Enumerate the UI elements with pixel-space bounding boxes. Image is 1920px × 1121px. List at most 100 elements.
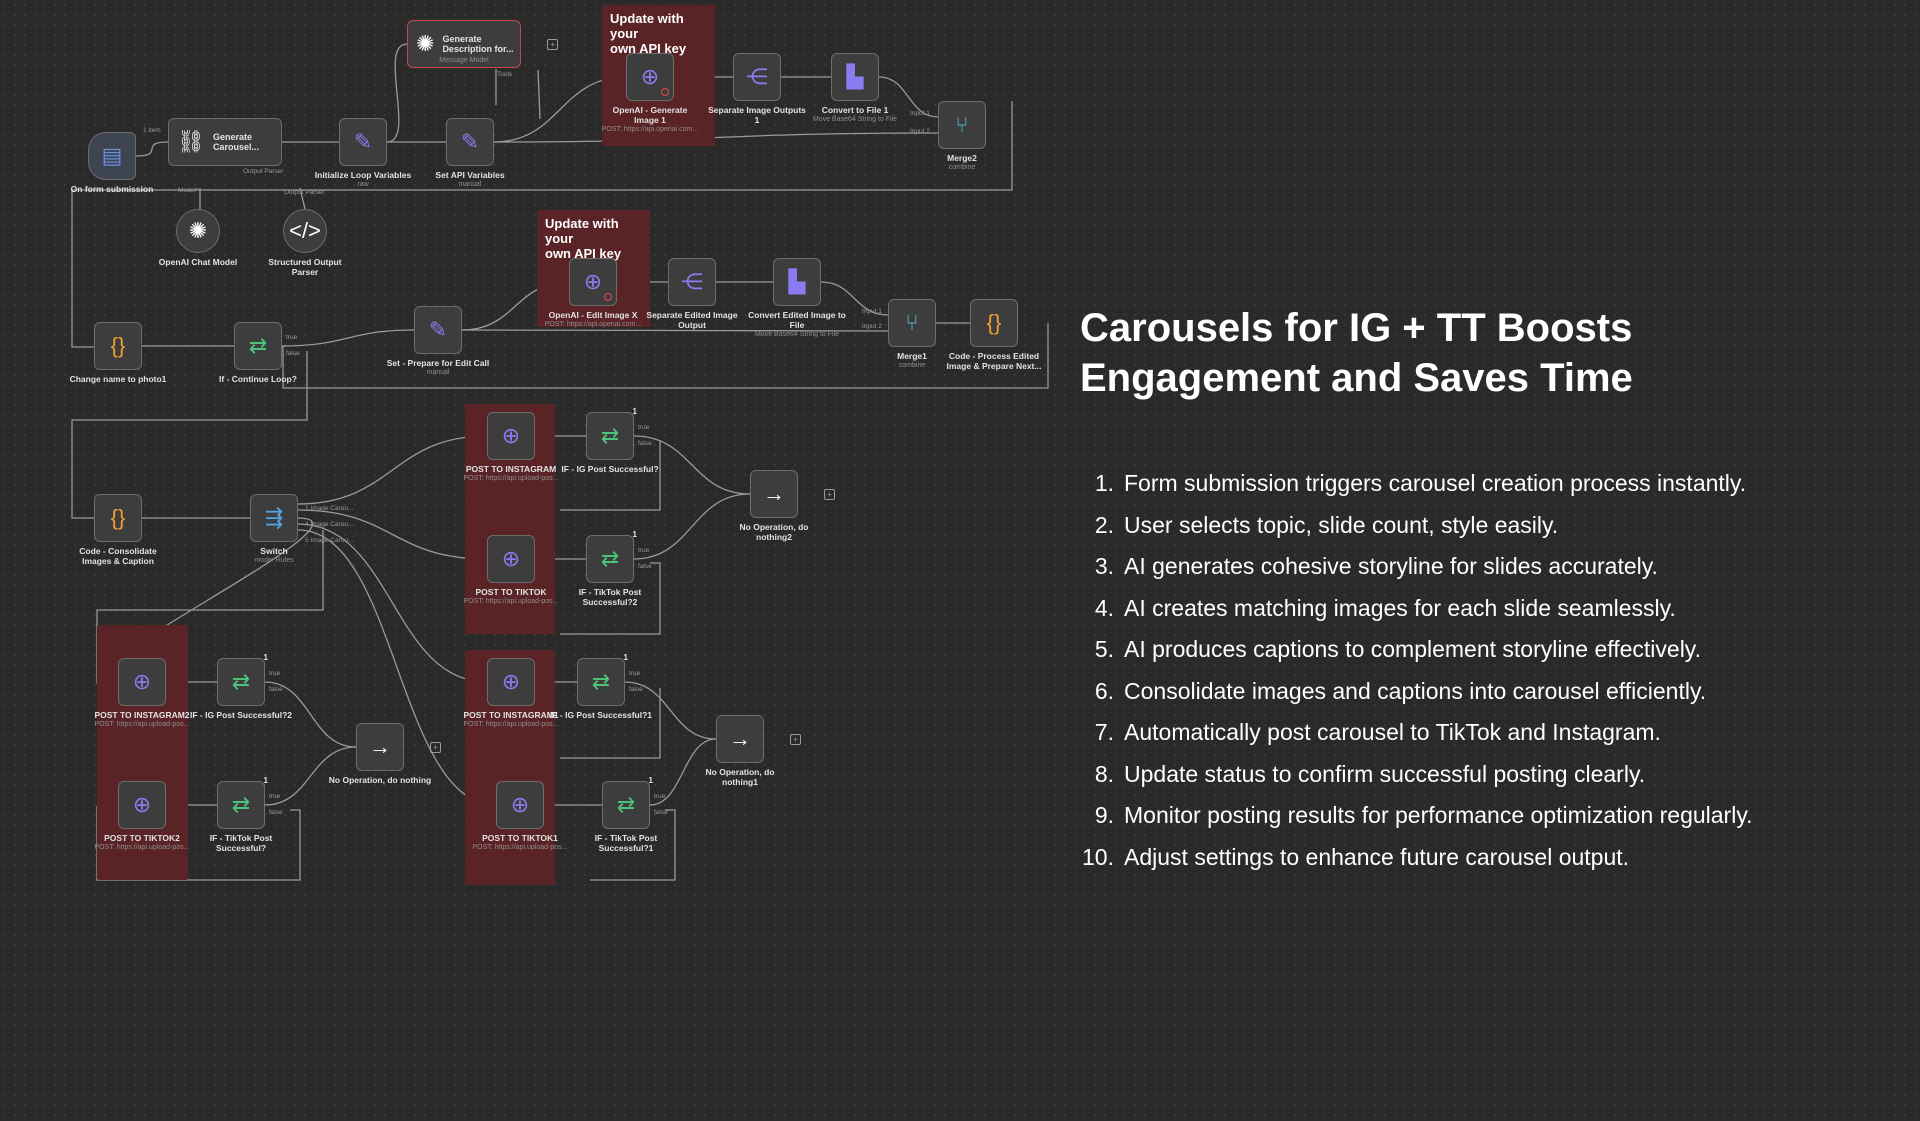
step-item: 9.Monitor posting results for performanc… — [1080, 795, 1753, 837]
connection-label: 1 Image Carou... — [305, 505, 354, 512]
node-post_ig2[interactable]: ⊕ — [118, 658, 166, 706]
connection-line — [633, 435, 751, 495]
node-if_ig[interactable]: ⇄1 — [586, 407, 637, 460]
node-desc[interactable]: ✺Generate Description for... — [407, 20, 521, 68]
connection-line — [281, 329, 415, 347]
node-sep_edit[interactable]: ⋲ — [668, 258, 716, 306]
add-node-button[interactable]: + — [430, 742, 441, 753]
node-subtitle: combine — [948, 164, 976, 171]
node-label: Code - Process Edited Image & Prepare Ne… — [946, 351, 1042, 371]
add-node-button[interactable]: + — [824, 489, 835, 500]
braces-icon: {} — [110, 333, 126, 358]
arrow-right-icon: → — [369, 734, 391, 759]
node-change[interactable]: {} — [94, 322, 142, 370]
node-oai_edit[interactable]: ⊕ — [569, 258, 617, 306]
loop-connection-line — [560, 562, 661, 635]
node-label: Convert Edited Image to File — [748, 310, 846, 330]
signpost-icon: ⇄ — [248, 333, 268, 358]
node-init[interactable]: ✎ — [339, 118, 387, 166]
branch-label-false: false — [638, 563, 652, 570]
merge-icon: ⑂ — [905, 310, 919, 335]
branch-label-true: true — [269, 670, 281, 677]
node-noop[interactable]: → — [356, 723, 404, 771]
node-openai_chat[interactable]: ✺ — [176, 209, 220, 253]
globe-icon: ⊕ — [132, 669, 152, 694]
node-noop2[interactable]: → — [750, 470, 798, 518]
braces-icon: {} — [986, 310, 1002, 335]
node-if_ig2[interactable]: ⇄1 — [217, 653, 268, 706]
signpost-icon: ⇄ — [591, 669, 611, 694]
signpost-icon: ⇄ — [600, 423, 620, 448]
node-if_ig1[interactable]: ⇄1 — [577, 653, 628, 706]
node-conv_edit[interactable]: ▙ — [773, 258, 821, 306]
node-label: Set API Variables — [435, 170, 505, 180]
connection-line — [878, 76, 939, 118]
node-if_tt1[interactable]: ⇄1 — [602, 776, 653, 829]
globe-icon: ⊕ — [583, 269, 603, 294]
node-noop1[interactable]: → — [716, 715, 764, 763]
node-post_tt2[interactable]: ⊕ — [118, 781, 166, 829]
node-parser[interactable]: </> — [283, 209, 327, 253]
node-post_ig[interactable]: ⊕ — [487, 412, 535, 460]
sticky-note-text: Update with your own API key — [545, 216, 622, 261]
node-subtitle: manual — [458, 181, 482, 188]
node-form[interactable]: ▤ — [88, 132, 136, 180]
add-node-button[interactable]: + — [547, 39, 558, 50]
node-if_tt2[interactable]: ⇄1 — [586, 530, 637, 583]
chain-link-icon: ⛓ — [177, 129, 205, 154]
connection-label: Model* — [178, 187, 199, 194]
node-subtitle: POST: https://api.upload-pos... — [94, 844, 190, 851]
branch-label-true: true — [269, 793, 281, 800]
branch-label-true: true — [638, 424, 650, 431]
node-label: IF - IG Post Successful? — [561, 464, 659, 474]
connection-line — [633, 493, 751, 560]
node-oai_gen[interactable]: ⊕ — [626, 53, 674, 101]
node-merge2[interactable]: ⑂ — [938, 101, 986, 149]
node-post_tt1[interactable]: ⊕ — [496, 781, 544, 829]
node-code_cons[interactable]: {} — [94, 494, 142, 542]
arrow-right-icon: → — [763, 481, 785, 506]
node-run-count: 1 — [632, 530, 637, 539]
pencil-icon: ✎ — [428, 317, 448, 342]
node-ifcont[interactable]: ⇄ — [234, 322, 282, 370]
node-label: Separate Image Outputs 1 — [708, 105, 806, 125]
step-text: Adjust settings to enhance future carous… — [1124, 843, 1630, 870]
connection-label: Input 1 — [862, 308, 882, 315]
node-setprep[interactable]: ✎ — [414, 306, 462, 354]
node-conv1[interactable]: ▙ — [831, 53, 879, 101]
globe-icon: ⊕ — [501, 546, 521, 571]
node-subtitle: mode: Rules — [254, 557, 294, 564]
node-setapi[interactable]: ✎ — [446, 118, 494, 166]
node-merge1[interactable]: ⑂ — [888, 299, 936, 347]
page-title: Carousels for IG + TT Boosts Engagement … — [1080, 306, 1633, 400]
file-icon: ▙ — [846, 64, 864, 89]
step-text: Consolidate images and captions into car… — [1124, 677, 1707, 704]
sticky-note-text: Update with your own API key — [610, 11, 687, 56]
node-label: IF - TikTok Post Successful?1 — [594, 833, 658, 853]
node-gen[interactable]: ⛓Generate Carousel... — [168, 118, 282, 166]
node-if_tt[interactable]: ⇄1 — [217, 776, 268, 829]
merge-icon: ⑂ — [955, 112, 969, 137]
connection-label: Input 2 — [910, 128, 930, 135]
node-subtitle: POST: https://api.openai.com... — [601, 126, 699, 133]
connection-line — [386, 43, 408, 143]
node-sep1[interactable]: ⋲ — [733, 53, 781, 101]
node-post_ig1[interactable]: ⊕ — [487, 658, 535, 706]
node-switch[interactable]: ⇶ — [250, 494, 298, 542]
node-run-count: 1 — [263, 776, 268, 785]
node-code_proc[interactable]: {} — [970, 299, 1018, 347]
globe-icon: ⊕ — [501, 669, 521, 694]
step-item: 1.Form submission triggers carousel crea… — [1080, 463, 1753, 505]
branch-label-false: false — [629, 686, 643, 693]
step-item: 2.User selects topic, slide count, style… — [1080, 505, 1753, 547]
node-label: Code - Consolidate Images & Caption — [79, 546, 157, 566]
add-node-button[interactable]: + — [790, 734, 801, 745]
step-number: 4. — [1094, 594, 1114, 621]
branch-label-true: true — [286, 334, 298, 341]
node-label: POST TO TIKTOK1 — [482, 833, 558, 843]
node-post_tt[interactable]: ⊕ — [487, 535, 535, 583]
node-label: No Operation, do nothing1 — [705, 767, 775, 787]
node-label: IF - TikTok Post Successful?2 — [578, 587, 642, 607]
node-subtitle: combine — [898, 362, 926, 369]
